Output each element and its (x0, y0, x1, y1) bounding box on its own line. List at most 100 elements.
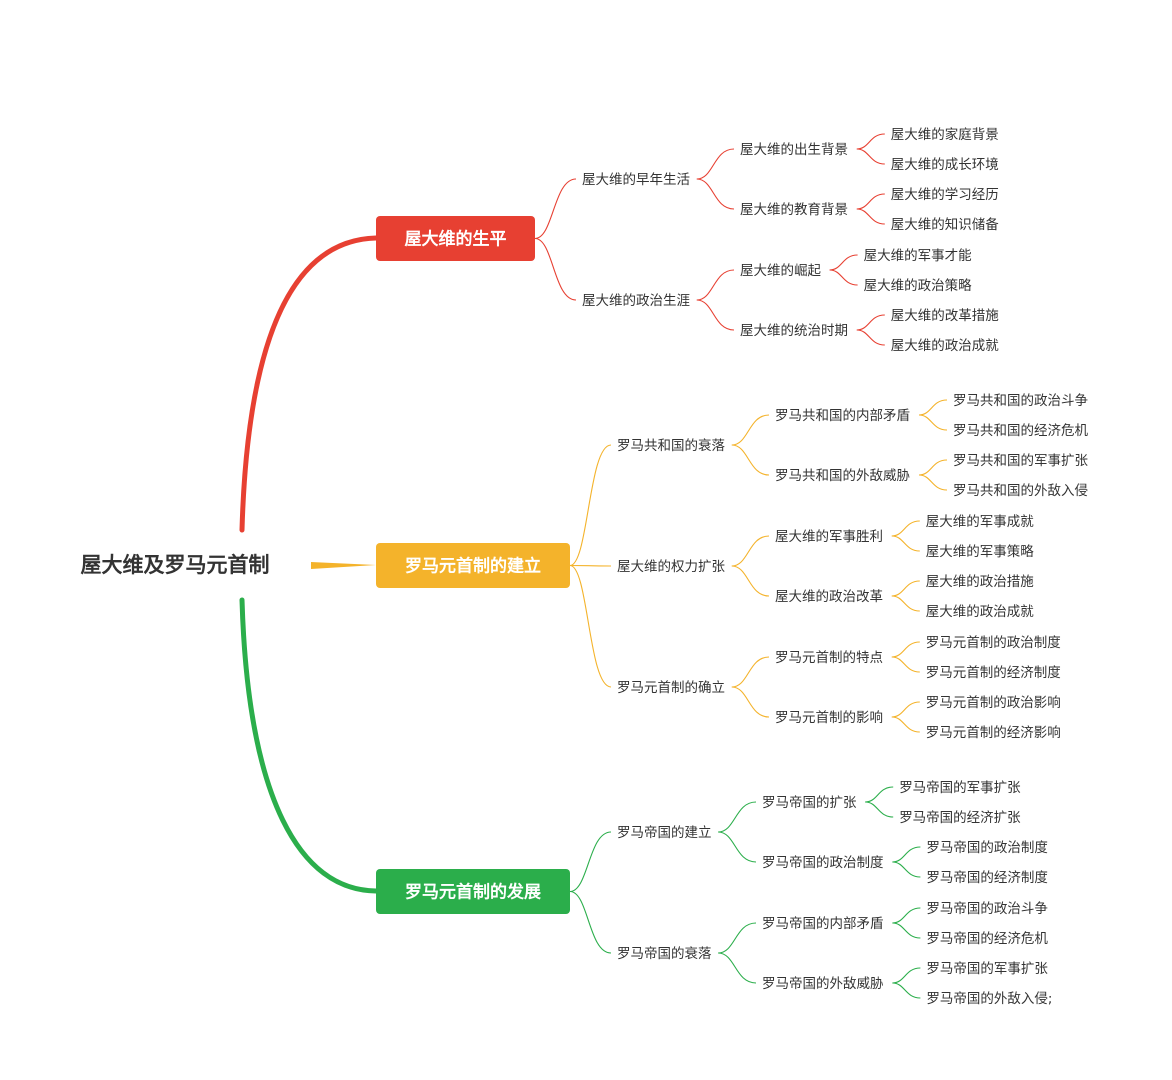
connector-l3 (891, 641, 920, 658)
connector-l3 (891, 520, 920, 537)
subtopic-l3[interactable]: 罗马元首制的经济影响 (926, 725, 1061, 741)
connector-l1 (534, 178, 577, 240)
subtopic-l3[interactable]: 罗马帝国的经济制度 (926, 870, 1048, 886)
subtopic-l3[interactable]: 罗马共和国的经济危机 (953, 423, 1088, 439)
branch-connector-3 (239, 597, 379, 894)
connector-l3 (918, 414, 948, 431)
subtopic-l3[interactable]: 罗马帝国的外敌入侵; (926, 990, 1052, 1007)
connector-l2 (731, 414, 770, 446)
subtopic-l3[interactable]: 罗马元首制的政治影响 (926, 695, 1061, 711)
connector-l3 (892, 967, 921, 984)
connector-l3 (856, 314, 885, 331)
connector-l3 (892, 861, 921, 878)
connector-l1 (569, 890, 612, 954)
subtopic-l3[interactable]: 屋大维的军事才能 (864, 248, 972, 264)
connector-l2 (731, 656, 770, 688)
connector-l3 (865, 786, 894, 803)
connector-l2 (696, 269, 735, 301)
root-topic[interactable]: 屋大维及罗马元首制 (81, 553, 270, 577)
subtopic-l2[interactable]: 罗马共和国的内部矛盾 (775, 408, 910, 424)
connector-l3 (918, 459, 948, 476)
connector-l3 (892, 982, 921, 999)
subtopic-l2[interactable]: 罗马帝国的外敌威胁 (762, 976, 884, 992)
connector-l3 (829, 269, 858, 286)
connector-l2 (731, 535, 770, 567)
connector-l1 (569, 564, 612, 567)
subtopic-l1[interactable]: 罗马元首制的确立 (617, 680, 725, 696)
connector-l3 (856, 208, 885, 225)
subtopic-l3[interactable]: 屋大维的改革措施 (891, 308, 999, 324)
subtopic-l2[interactable]: 屋大维的教育背景 (740, 202, 848, 218)
branch-label: 屋大维的生平 (405, 229, 507, 250)
subtopic-l1[interactable]: 罗马帝国的衰落 (617, 945, 712, 962)
connector-l3 (865, 801, 894, 818)
subtopic-l3[interactable]: 罗马共和国的外敌入侵 (953, 482, 1088, 499)
connector-l3 (918, 399, 948, 416)
connector-l2 (696, 299, 735, 331)
connector-l3 (856, 193, 885, 210)
connector-l3 (856, 133, 885, 150)
subtopic-l2[interactable]: 罗马元首制的影响 (775, 710, 883, 726)
branch-topic-life[interactable]: 屋大维的生平 (376, 216, 535, 261)
subtopic-l3[interactable]: 屋大维的政治成就 (926, 604, 1034, 620)
branch-topic-development[interactable]: 罗马元首制的发展 (376, 869, 570, 914)
connector-l2 (731, 444, 770, 476)
connector-l3 (891, 701, 920, 718)
subtopic-l3[interactable]: 罗马共和国的军事扩张 (953, 453, 1088, 469)
branch-connector-1 (239, 235, 379, 533)
subtopic-l1[interactable]: 罗马帝国的建立 (617, 825, 712, 841)
branch-connector-2 (311, 562, 376, 569)
connector-l1 (569, 444, 612, 567)
subtopic-l2[interactable]: 屋大维的出生背景 (740, 142, 848, 158)
connector-l3 (891, 595, 920, 612)
connector-l3 (892, 846, 921, 863)
connector-l3 (856, 329, 885, 346)
subtopic-tree: 屋大维的早年生活 屋大维的出生背景 屋大维的家庭背景屋大维的成长环境屋大维的教育背景… (534, 126, 1088, 1007)
subtopic-l3[interactable]: 屋大维的政治策略 (864, 277, 972, 294)
connector-l3 (892, 922, 921, 939)
subtopic-l2[interactable]: 罗马帝国的内部矛盾 (762, 916, 884, 932)
subtopic-l3[interactable]: 屋大维的军事策略 (926, 543, 1034, 560)
subtopic-l3[interactable]: 罗马帝国的政治斗争 (926, 901, 1048, 917)
subtopic-l1[interactable]: 屋大维的权力扩张 (617, 558, 725, 575)
subtopic-l3[interactable]: 屋大维的军事成就 (926, 514, 1034, 530)
subtopic-l3[interactable]: 罗马元首制的政治制度 (926, 635, 1061, 651)
subtopic-l2[interactable]: 罗马元首制的特点 (775, 650, 883, 666)
subtopic-l3[interactable]: 罗马帝国的经济危机 (926, 931, 1048, 947)
subtopic-l3[interactable]: 屋大维的知识储备 (891, 216, 999, 233)
subtopic-l3[interactable]: 罗马元首制的经济制度 (926, 665, 1061, 681)
subtopic-l3[interactable]: 屋大维的家庭背景 (891, 126, 999, 143)
branch-topic-establishment[interactable]: 罗马元首制的建立 (376, 543, 570, 588)
subtopic-l2[interactable]: 屋大维的统治时期 (740, 323, 848, 339)
subtopic-l3[interactable]: 罗马帝国的军事扩张 (926, 961, 1048, 977)
subtopic-l3[interactable]: 屋大维的政治成就 (891, 338, 999, 354)
subtopic-l1[interactable]: 屋大维的政治生涯 (582, 293, 690, 309)
subtopic-l2[interactable]: 罗马帝国的政治制度 (762, 855, 884, 871)
branch-label: 罗马元首制的发展 (405, 882, 541, 903)
connector-l2 (731, 686, 770, 718)
connector-l3 (892, 907, 921, 924)
subtopic-l3[interactable]: 屋大维的政治措施 (926, 574, 1034, 590)
subtopic-l3[interactable]: 屋大维的学习经历 (891, 187, 999, 203)
connector-l1 (569, 831, 612, 893)
connector-l3 (891, 535, 920, 552)
subtopic-l1[interactable]: 屋大维的早年生活 (582, 172, 690, 188)
connector-l3 (891, 656, 920, 673)
subtopic-l3[interactable]: 罗马帝国的军事扩张 (899, 780, 1021, 796)
subtopic-l3[interactable]: 屋大维的成长环境 (891, 157, 999, 173)
connector-l2 (696, 178, 735, 210)
subtopic-l2[interactable]: 屋大维的崛起 (740, 263, 821, 279)
subtopic-l3[interactable]: 罗马共和国的政治斗争 (953, 393, 1088, 409)
subtopic-l1[interactable]: 罗马共和国的衰落 (617, 437, 725, 454)
subtopic-l2[interactable]: 屋大维的政治改革 (775, 589, 883, 605)
connector-l2 (718, 952, 757, 984)
connector-l3 (891, 580, 920, 597)
subtopic-l2[interactable]: 屋大维的军事胜利 (775, 529, 883, 545)
subtopic-l2[interactable]: 罗马共和国的外敌威胁 (775, 468, 910, 484)
connector-l2 (696, 148, 735, 180)
connector-l2 (718, 922, 757, 954)
subtopic-l3[interactable]: 罗马帝国的政治制度 (926, 840, 1048, 856)
subtopic-l2[interactable]: 罗马帝国的扩张 (762, 795, 857, 811)
subtopic-l3[interactable]: 罗马帝国的经济扩张 (899, 810, 1021, 826)
